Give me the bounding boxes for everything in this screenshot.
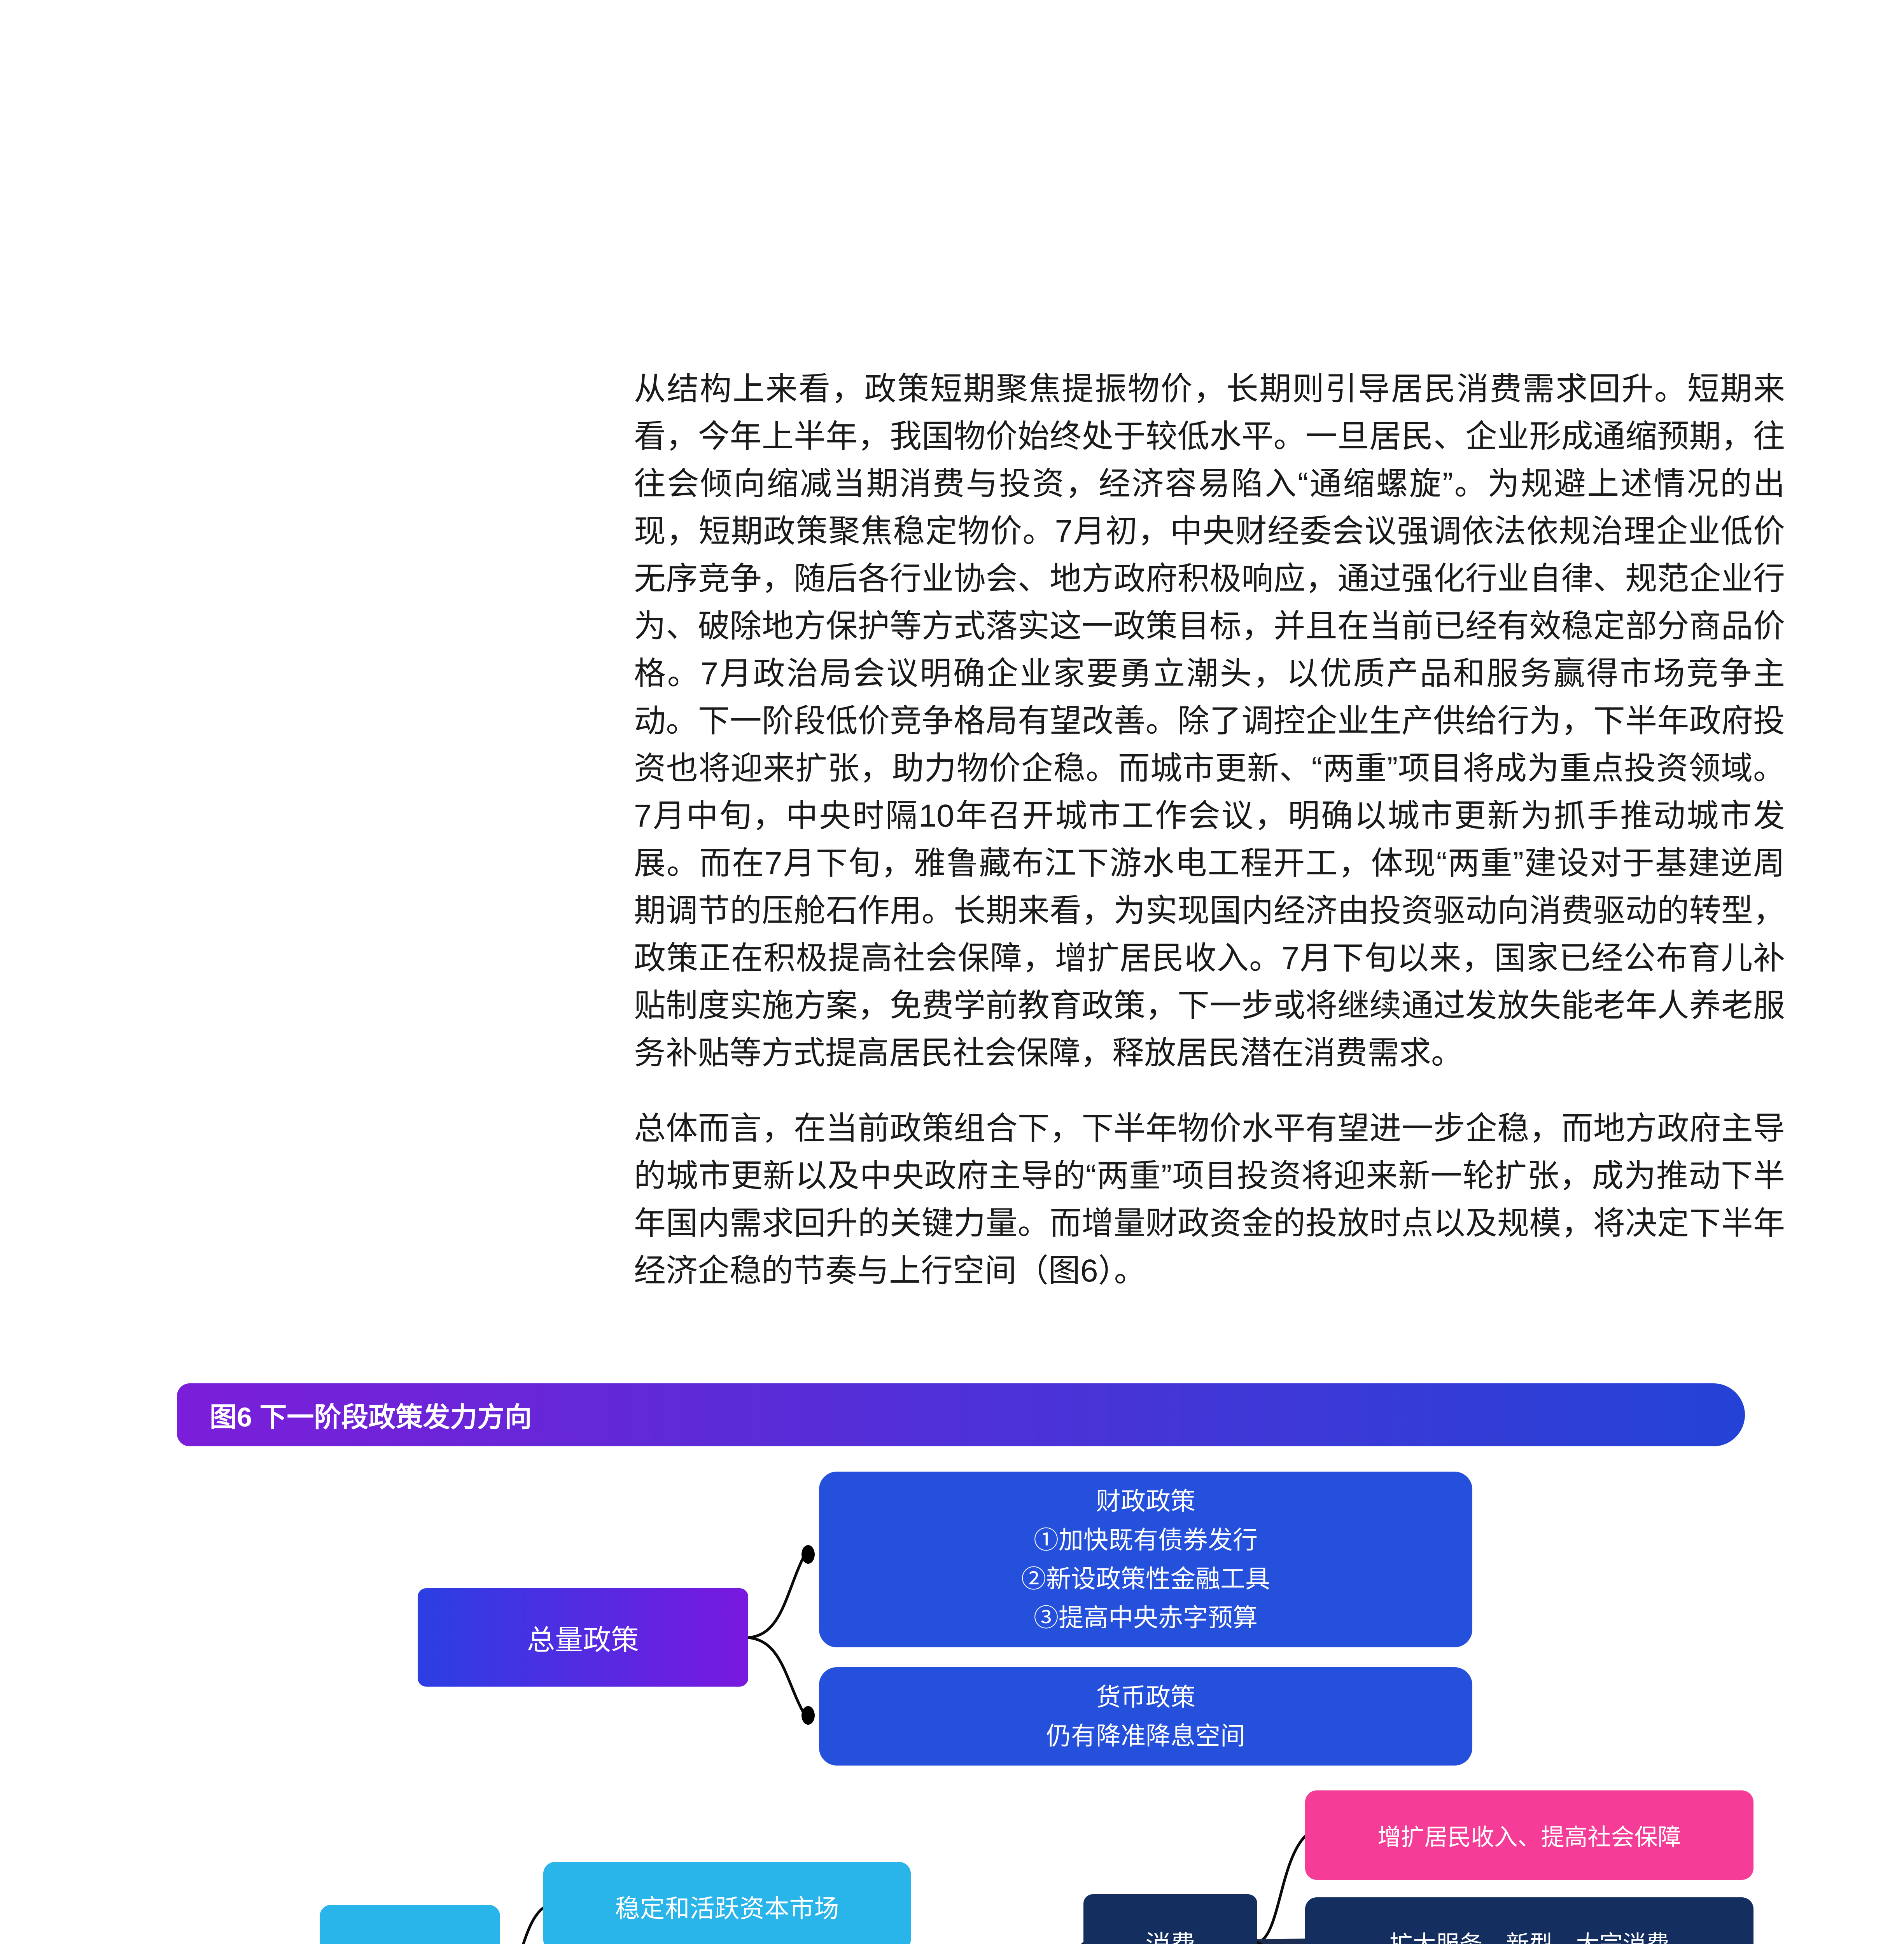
node-monetary-policy: 货币政策 仍有降准降息空间	[819, 1667, 1472, 1766]
node-consumption: 消费	[1083, 1894, 1257, 1944]
paragraph-1: 从结构上来看，政策短期聚焦提振物价，长期则引导居民消费需求回升。短期来看，今年上…	[634, 371, 1785, 1071]
paragraph-2: 总体而言，在当前政策组合下，下半年物价水平有望进一步企稳，而地方政府主导的城市更…	[634, 1111, 1785, 1288]
connector-dot	[802, 1545, 815, 1564]
node-expand-consumption-types: 扩大服务、新型、大宗消费	[1305, 1897, 1754, 1944]
node-total-policy: 总量政策	[418, 1588, 748, 1687]
node-capital-market: 稳定和活跃资本市场	[543, 1862, 911, 1944]
connector-dot	[802, 1706, 815, 1725]
figure-title-banner: 图6 下一阶段政策发力方向	[177, 1383, 1745, 1446]
node-fiscal-policy: 财政政策 ①加快既有债券发行 ②新设政策性金融工具 ③提高中央赤字预算	[819, 1472, 1472, 1647]
body-text: 从结构上来看，政策短期聚焦提振物价，长期则引导居民消费需求回升。短期来看，今年上…	[634, 365, 1785, 1295]
node-income-social-security: 增扩居民收入、提高社会保障	[1305, 1790, 1754, 1880]
figure-title: 图6 下一阶段政策发力方向	[210, 1402, 532, 1432]
node-stabilize-asset-prices: 稳定资产 价格	[320, 1905, 500, 1944]
